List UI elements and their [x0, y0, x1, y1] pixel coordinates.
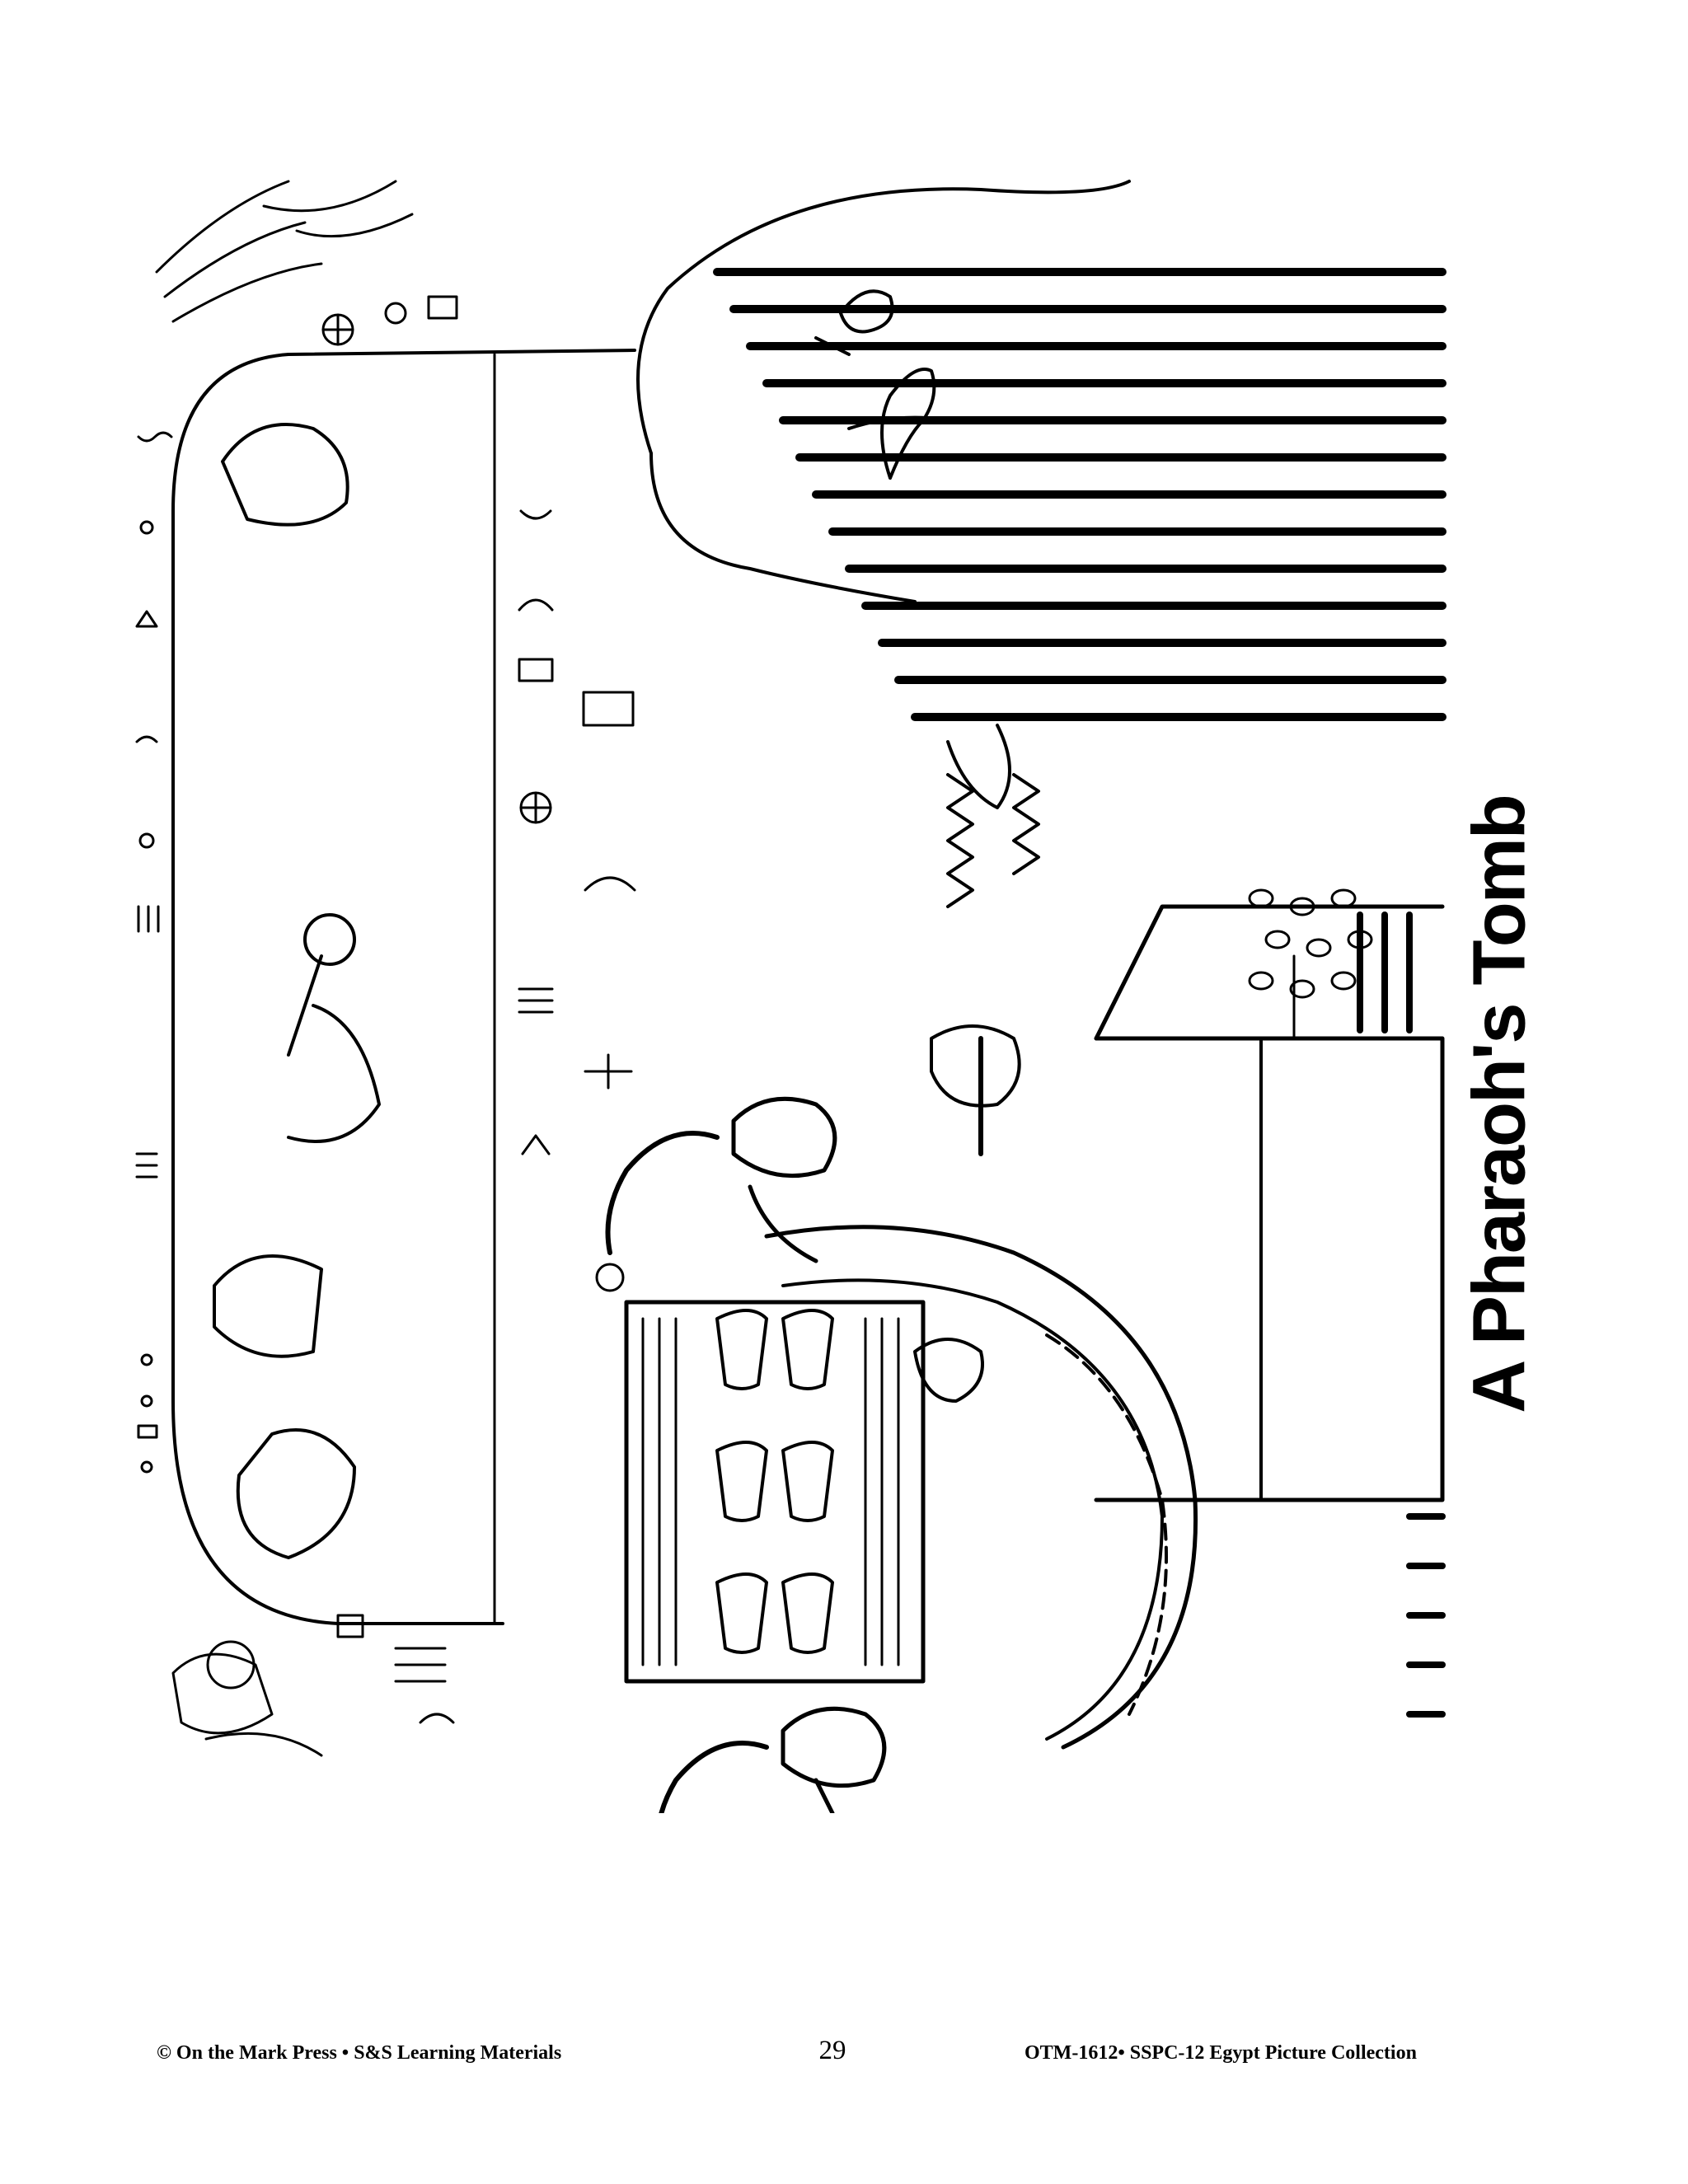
pharaoh-tomb-illustration — [135, 180, 1447, 1813]
footer-collection: OTM-1612• SSPC-12 Egypt Picture Collecti… — [1025, 2042, 1417, 2064]
hieroglyph-wall — [135, 180, 636, 1625]
footer-page-number: 29 — [818, 2036, 846, 2065]
page-title: A Pharaoh's Tomb — [1458, 795, 1541, 1413]
page-title-region: A Pharaoh's Tomb — [1459, 692, 1541, 1516]
page-footer: © On the Mark Press • S&S Learning Mater… — [0, 2036, 1688, 2083]
sarcophagus-chest — [1094, 904, 1446, 1718]
lower-hieroglyphs — [171, 1614, 455, 1757]
pharaoh-figure — [636, 180, 1447, 1156]
ibex-heads — [605, 1096, 887, 1813]
footer-publisher: © On the Mark Press • S&S Learning Mater… — [157, 2042, 562, 2064]
funerary-barge — [624, 1225, 1198, 1750]
